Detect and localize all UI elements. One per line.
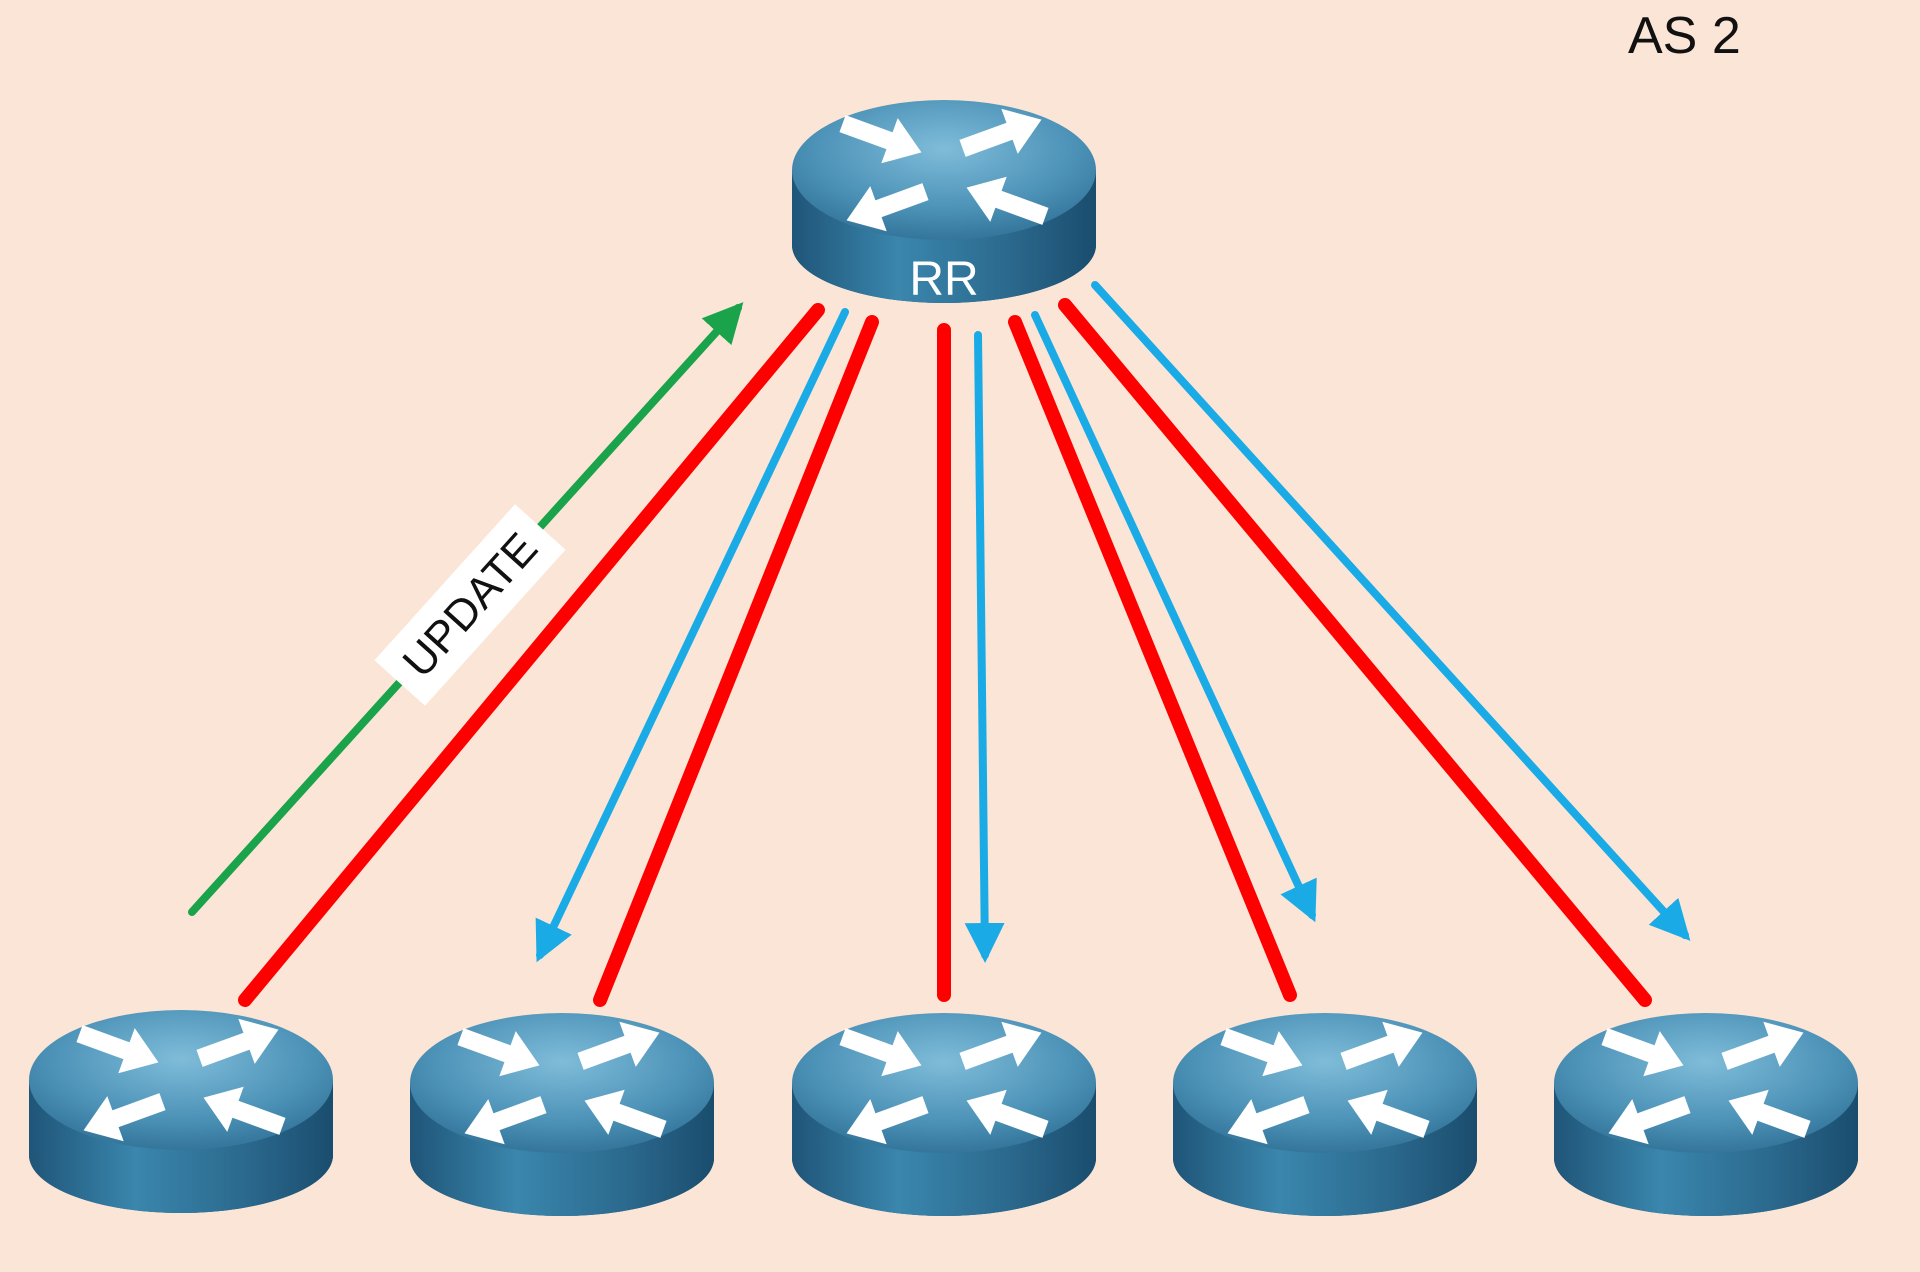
session-line-client-1 [238, 303, 825, 1007]
session-lines [238, 298, 1652, 1007]
client-router-3 [792, 1010, 1096, 1216]
router-icon [410, 1010, 714, 1216]
session-line-client-2 [593, 315, 879, 1007]
session-line-client-5 [1058, 298, 1652, 1007]
router-icon [1173, 1010, 1477, 1216]
router-icon [29, 1007, 333, 1213]
reflected-arrow-client-2 [535, 308, 849, 963]
reflected-arrow-client-3 [964, 331, 1005, 963]
reflected-arrows [535, 281, 1691, 963]
reflected-arrow-client-4 [1031, 311, 1317, 923]
client-router-4 [1173, 1010, 1477, 1216]
router-icon [792, 1010, 1096, 1216]
router-icon [1554, 1010, 1858, 1216]
update-label-box: UPDATE [374, 504, 566, 706]
route-reflector: RR [792, 97, 1096, 306]
client-router-1 [29, 1007, 333, 1213]
client-router-2 [410, 1010, 714, 1216]
client-router-5 [1554, 1010, 1858, 1216]
as-label: AS 2 [1628, 7, 1741, 65]
route-reflector-label: RR [909, 253, 978, 306]
reflected-arrow-client-5 [1091, 281, 1691, 941]
session-line-client-4 [1008, 315, 1297, 1002]
